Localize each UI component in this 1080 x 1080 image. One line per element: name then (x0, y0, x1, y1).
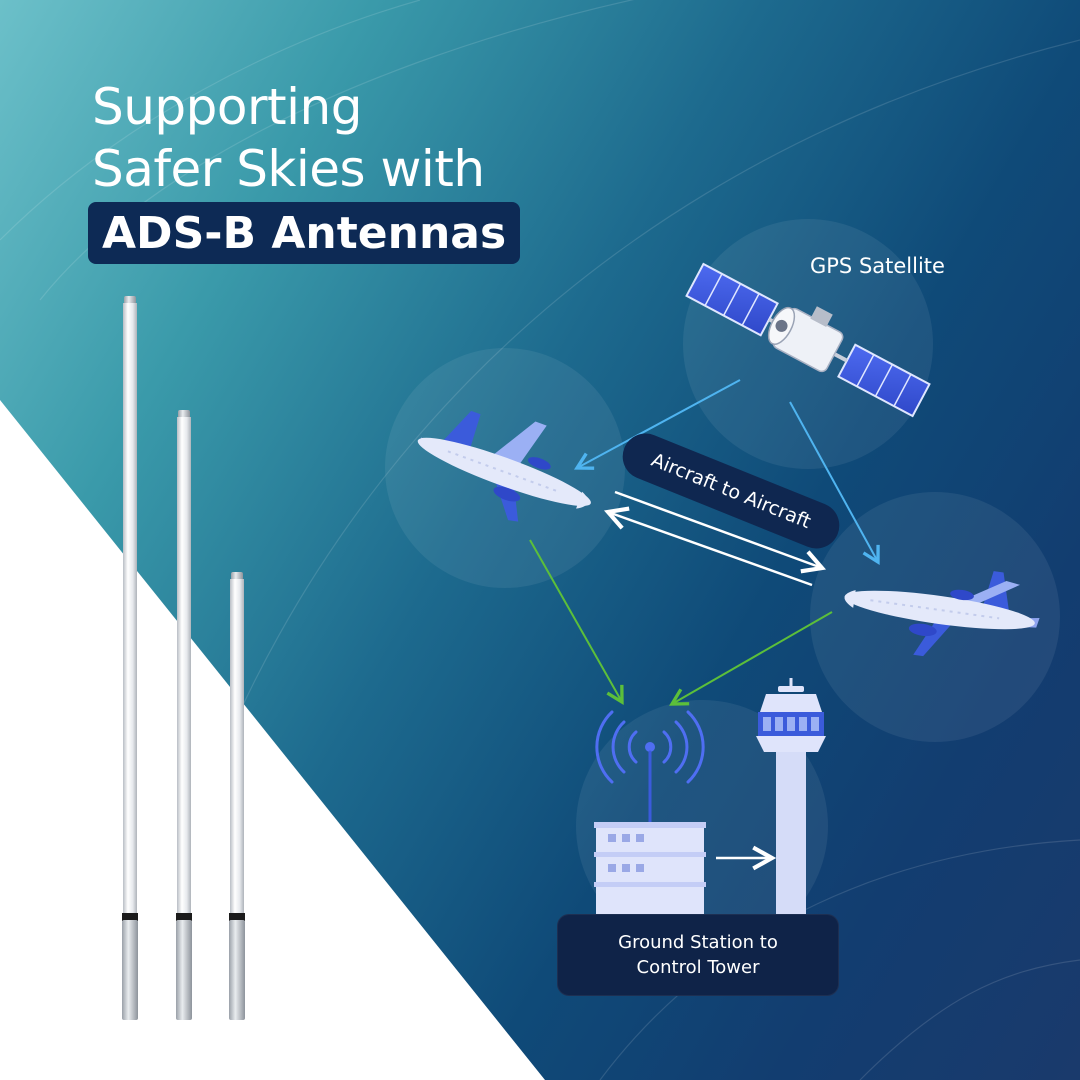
antenna-pole-small (229, 572, 245, 1020)
airplane-icon-right (844, 571, 1040, 657)
control-tower-icon (756, 678, 826, 918)
ground-label-line-2: Control Tower (636, 957, 760, 978)
headline-highlight-box: ADS-B Antennas (88, 202, 521, 264)
satellite-label: GPS Satellite (810, 254, 945, 278)
antenna-pole-large (122, 296, 138, 1020)
radio-antenna-icon (595, 710, 705, 824)
airplane-icon-left (417, 410, 591, 522)
node-circles (385, 219, 1060, 952)
antenna-pole-medium (176, 410, 192, 1020)
headline-highlight: ADS-B Antennas (102, 207, 507, 259)
headline-line-2: Safer Skies with (92, 140, 485, 198)
ground-station-icon (594, 822, 706, 918)
headline-line-1: Supporting (92, 78, 362, 136)
satellite-signal-arrows (577, 379, 878, 562)
aircraft-link-arrows (608, 490, 822, 587)
ground-label-line-1: Ground Station to (618, 932, 778, 953)
ground-station-label-box: Ground Station to Control Tower (557, 914, 839, 996)
satellite-icon (685, 262, 931, 418)
ground-signal-arrows (529, 539, 833, 704)
